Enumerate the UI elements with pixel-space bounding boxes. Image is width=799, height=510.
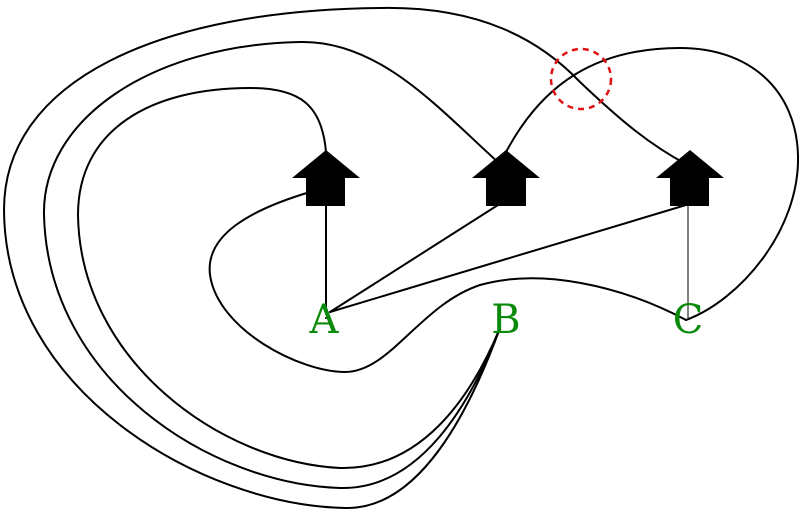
utility-label-b: B [491,297,520,343]
edge-a-house1 [208,191,687,373]
crossing-marker-circle [549,47,613,111]
house-3-icon [656,150,724,206]
house-2-icon [472,150,540,206]
edge-c-house2 [499,47,799,321]
edge-b-house3 [3,6,687,510]
house-1-icon [292,150,360,206]
edge-b-house1 [77,87,501,470]
edge-a-house2 [329,204,499,313]
edge-b-house2 [42,40,501,490]
utility-label-a: A [309,297,340,343]
utility-label-c: C [673,297,704,343]
edge-a-house3 [329,204,687,313]
